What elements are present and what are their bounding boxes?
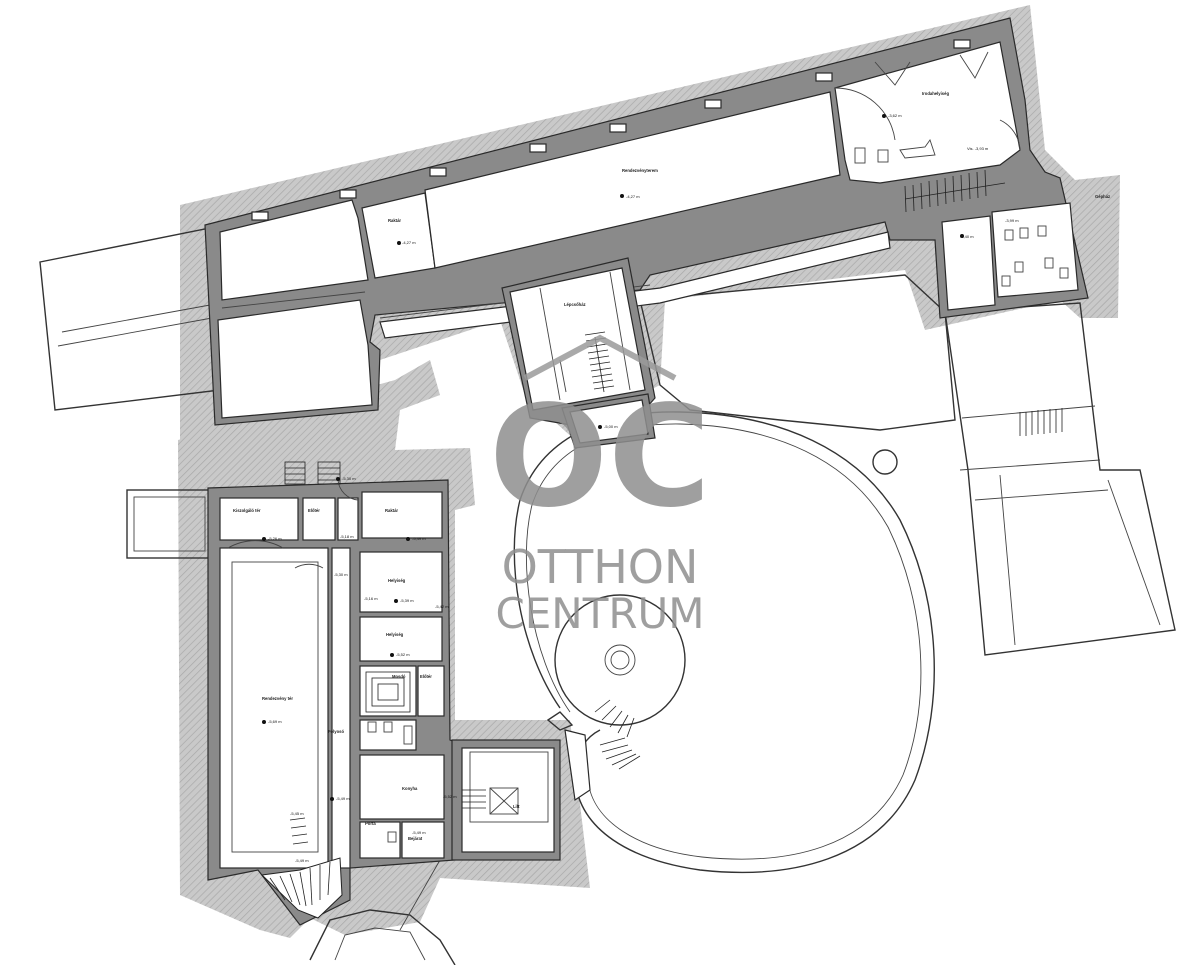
level-office: -3,62 m: [888, 113, 902, 118]
marker-7: -5,52 m: [443, 794, 457, 799]
marker-5: -5,45 m: [290, 811, 304, 816]
level-service-a: -5,26 m: [268, 536, 282, 541]
spiral-stair: [594, 699, 641, 770]
label-kitchen: Konyha: [402, 786, 418, 791]
label-storage-top: Raktár: [388, 218, 401, 223]
marker-dots: [262, 114, 964, 801]
central-stair-hall: [501, 257, 656, 449]
lower-left-building: [207, 461, 456, 926]
label-engine-room: Gépház: [1095, 194, 1110, 199]
watermark-monogram: OC: [489, 376, 711, 539]
watermark-logo: OC OTTHON CENTRUM: [489, 334, 711, 638]
level-room-2: -5,52 m: [396, 652, 410, 657]
stair-mosdo: [365, 671, 411, 713]
label-porta: Porta: [365, 821, 376, 826]
level-service-b: -5,18 m: [340, 534, 354, 539]
marker-8: -5,40 m: [960, 234, 974, 239]
label-main-hall: Rendezvényterem: [622, 168, 658, 173]
marker-3: -5,16 m: [364, 596, 378, 601]
level-main-hall: -4,27 m: [626, 194, 640, 199]
level-corridor: -5,49 m: [336, 796, 350, 801]
stair-right-wing: [1019, 408, 1063, 436]
level-room-1: -5,39 m: [400, 598, 414, 603]
marker-1: -5,30 m: [342, 476, 356, 481]
label-room-2: Helyiség: [386, 632, 404, 637]
oval-courtyard: [513, 411, 935, 874]
label-lift-hall: Lépcsőház: [564, 302, 586, 307]
label-wc-1: Mosdó: [392, 674, 406, 679]
label-hall-left: Rendezvény tér: [262, 696, 293, 701]
level-engine-room: -3,99 m: [1005, 218, 1019, 223]
marker-6: -5,49 m: [295, 858, 309, 863]
level-lift-hall: -5,00 m: [604, 424, 618, 429]
label-wc-2: Előtér: [420, 674, 432, 679]
marker-2: -5,30 m: [334, 572, 348, 577]
lift-block: [451, 711, 591, 861]
level-markers: -5,30 m -5,30 m -5,16 m -5,42 m -5,45 m …: [290, 146, 989, 863]
label-service-a: Kiszolgáló tér: [233, 508, 261, 513]
outline-right-wing: [944, 302, 1176, 656]
stair-upper-right: [904, 169, 1006, 213]
outline-courtyard: [639, 274, 956, 431]
label-corridor: Folyosó: [328, 729, 344, 734]
stair-lift: [462, 789, 486, 809]
level-note: Vis. -3,93 m: [967, 146, 989, 151]
label-entry: Bejárat: [408, 836, 423, 841]
label-service-b: Előtér: [308, 508, 320, 513]
level-storage-left: -5,49 m: [412, 536, 426, 541]
label-office: Irodahelyiség: [922, 91, 949, 96]
marker-4: -5,42 m: [435, 604, 449, 609]
stair-lower-top: [284, 461, 341, 485]
wc-fixtures-lower: [367, 721, 413, 843]
level-kitchen: -5,49 m: [412, 830, 426, 835]
label-room-1: Helyiség: [388, 578, 406, 583]
label-lift: Lift: [513, 804, 520, 809]
stair-lower-corner: [260, 817, 343, 919]
level-hall-left: -5,69 m: [268, 719, 282, 724]
label-storage-left: Raktár: [385, 508, 398, 513]
wc-fixtures-right: [1001, 225, 1069, 287]
watermark-line2: CENTRUM: [495, 589, 704, 638]
outline-bottom-terrace: [309, 859, 456, 965]
room-labels: Rendezvényterem -4,27 m Raktár -4,27 m I…: [233, 91, 1110, 841]
level-storage-top: -4,27 m: [402, 240, 416, 245]
watermark-line1: OTTHON: [502, 540, 699, 594]
